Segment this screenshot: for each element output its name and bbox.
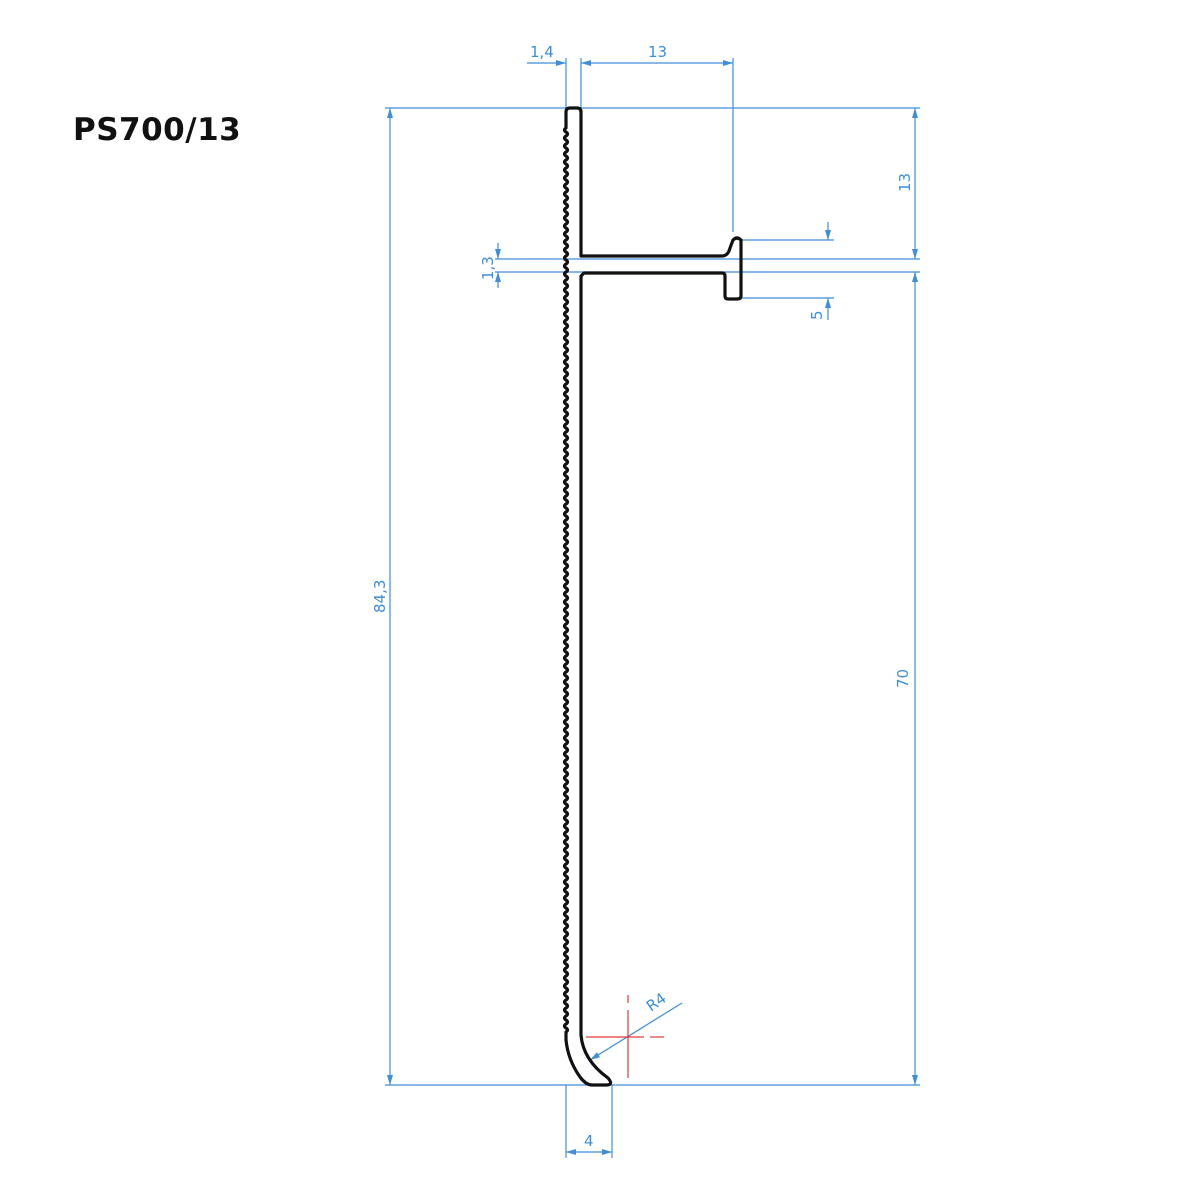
dimension-labels: 1,4 13 84,3 13 70 1,3 5 4 R4 [371,43,914,1150]
profile-outline [564,110,743,1087]
dim-lower-height: 70 [894,669,912,688]
dim-foot-radius: R4 [643,989,670,1015]
dim-top-height: 13 [896,173,914,192]
profile-title: PS700/13 [73,112,242,148]
dim-web-thickness: 1,3 [479,256,497,280]
dim-top-width: 13 [648,43,667,61]
dim-lip-thickness: 1,4 [530,43,554,61]
dim-foot-width: 4 [584,1132,594,1150]
radius-center-mark [586,995,664,1078]
dim-total-height: 84,3 [371,580,389,613]
dim-flange-height: 5 [808,310,826,320]
profile-serrated-edge [562,106,583,1042]
dimension-lines [387,60,918,1155]
